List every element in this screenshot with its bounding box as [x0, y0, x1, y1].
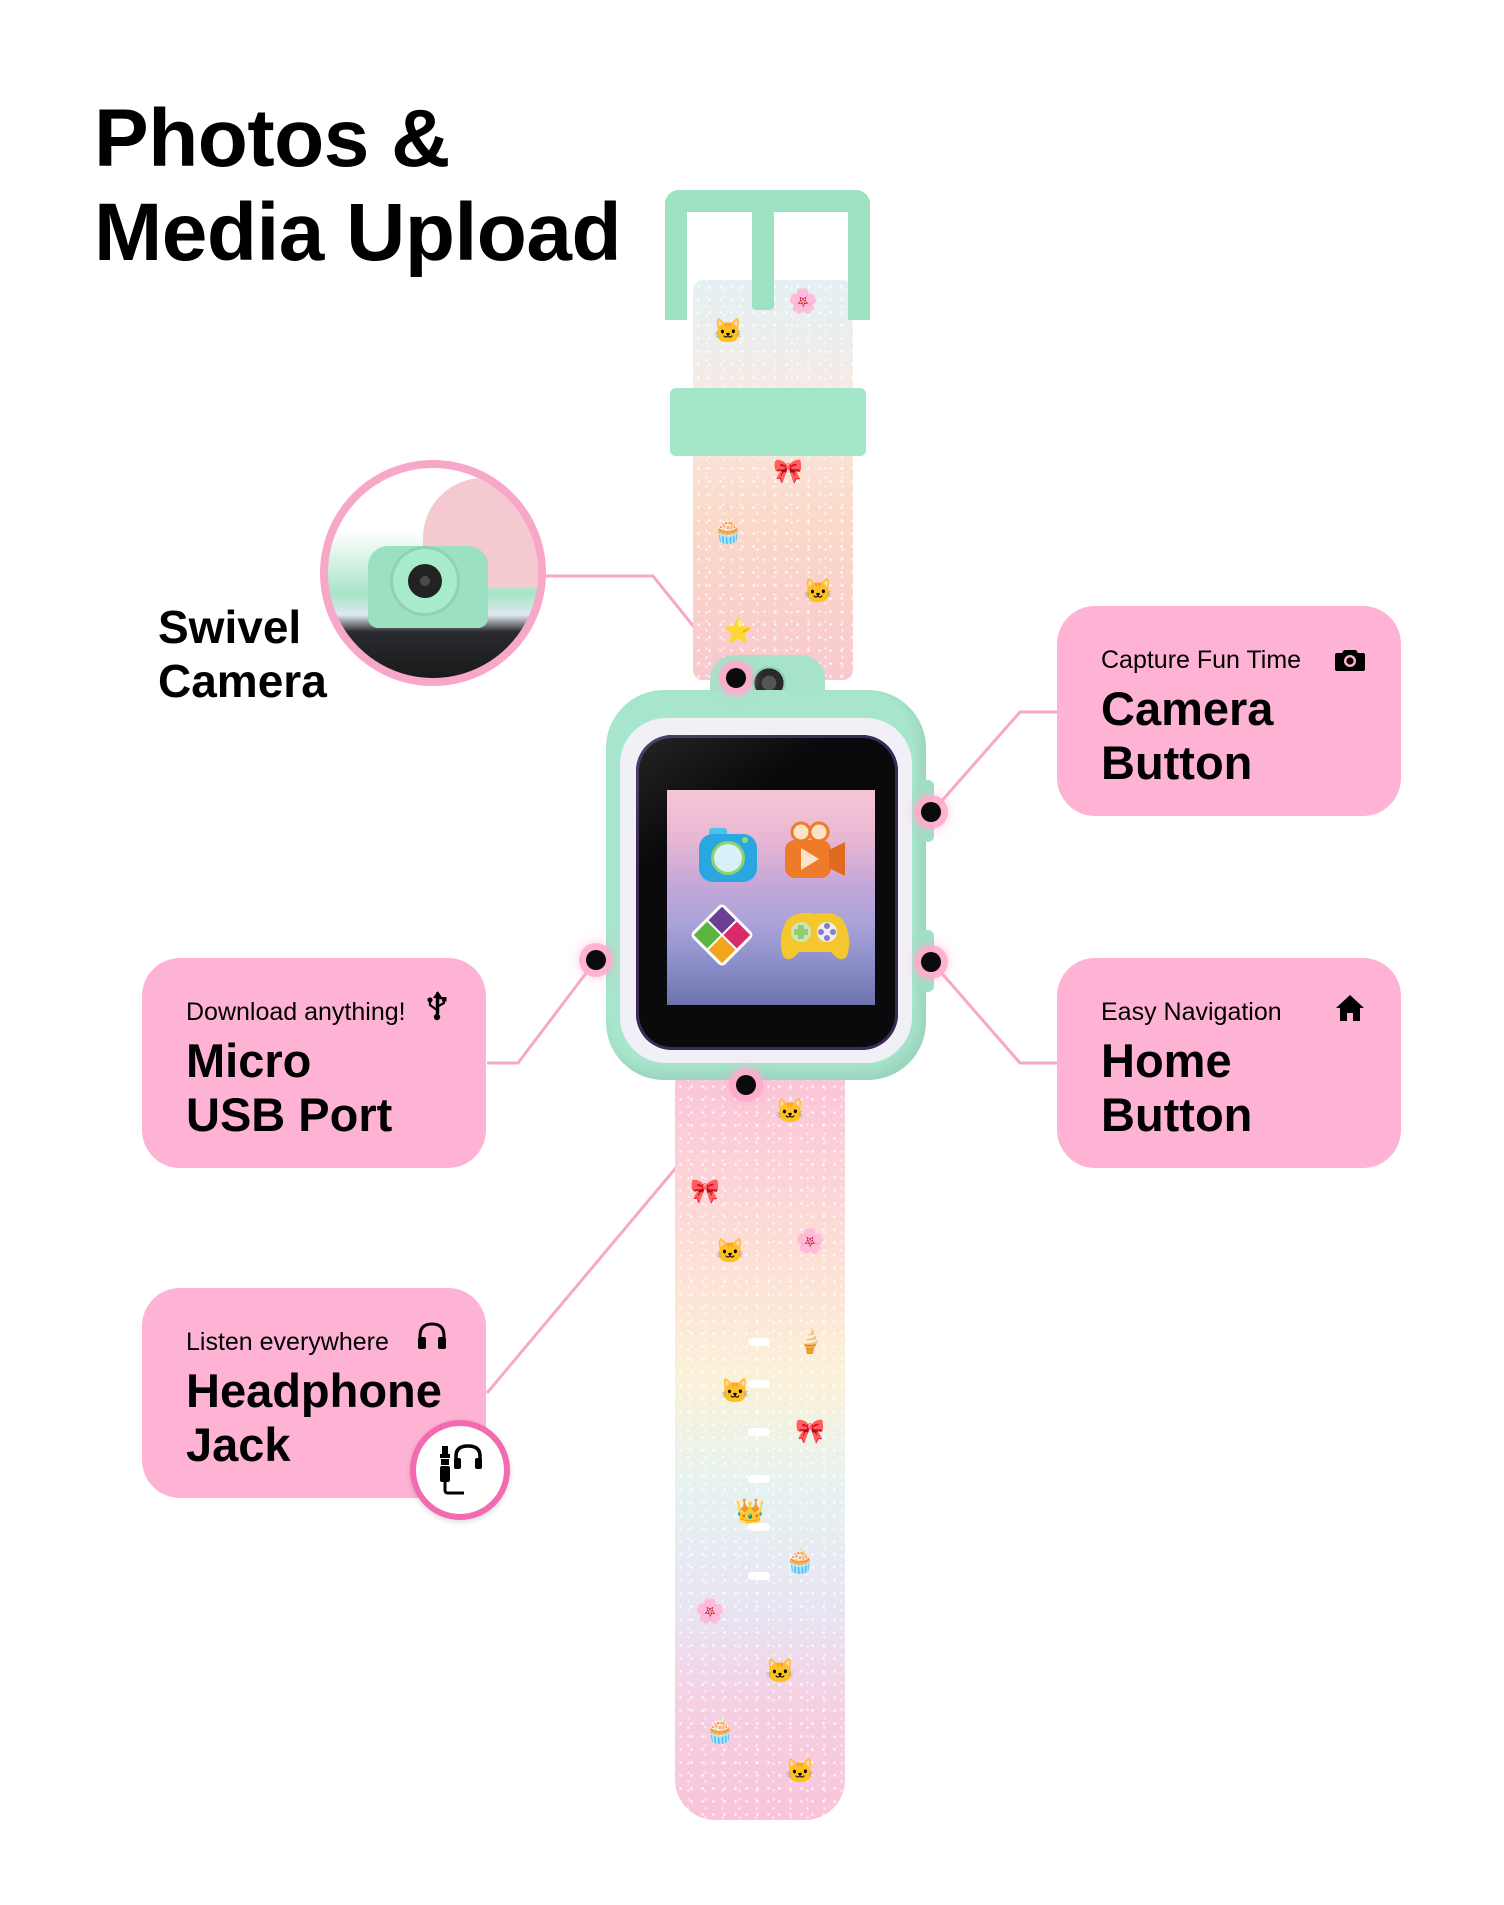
- bow-icon: 🎀: [773, 458, 803, 485]
- strap-glitter: [693, 280, 853, 680]
- audio-jack-headset-icon: [440, 1444, 482, 1495]
- marker-headphone-jack: [736, 1075, 756, 1095]
- strap-hole: [748, 1523, 770, 1531]
- connector-micro-usb: [487, 959, 598, 1065]
- strap-keeper-loop: [670, 388, 866, 456]
- strap-glitter: [675, 1080, 845, 1820]
- callout-home-button: Easy Navigation Home Button: [1057, 958, 1401, 1168]
- games-app-icon[interactable]: [777, 902, 853, 968]
- swivel-label-line1: Swivel: [158, 601, 302, 653]
- unicorn-cat-icon: 🐱: [785, 1758, 815, 1785]
- home-button-subtitle: Easy Navigation: [1101, 998, 1282, 1026]
- strap-hole: [748, 1572, 770, 1580]
- connector-home-button: [930, 961, 1058, 1065]
- page-title: Photos & Media Upload: [94, 92, 622, 280]
- buckle-pin: [752, 210, 774, 310]
- micro-usb-title-line1: Micro: [186, 1034, 312, 1087]
- unicorn-cat-icon: 🐱: [765, 1658, 795, 1685]
- camera-button-subtitle: Capture Fun Time: [1101, 646, 1302, 674]
- closeup-lens-icon: [408, 564, 442, 598]
- strap-hole: [748, 1428, 770, 1436]
- strap-hole: [748, 1475, 770, 1483]
- flower-icon: 🌸: [695, 1598, 725, 1625]
- headphones-icon: [418, 1322, 446, 1349]
- watch-buckle: [665, 190, 870, 320]
- home-button-title: Home Button: [1101, 1034, 1252, 1142]
- marker-micro-usb: [586, 950, 606, 970]
- unicorn-cat-icon: 🐱: [713, 318, 743, 345]
- headphone-jack-title-line2: Jack: [186, 1418, 291, 1471]
- headphone-jack-title: Headphone Jack: [186, 1364, 442, 1472]
- cupcake-icon: 🧁: [705, 1718, 735, 1745]
- unicorn-cat-icon: 🐱: [715, 1238, 745, 1265]
- camera-button-title-line2: Button: [1101, 736, 1253, 789]
- flower-icon: 🌸: [795, 1228, 825, 1255]
- crown-icon: 👑: [735, 1498, 765, 1525]
- audio-jack-badge: [410, 1420, 510, 1520]
- watch-strap-top: 🐱 🌸 🎀 🧁 🐱 ⭐: [693, 280, 853, 680]
- strap-hole: [748, 1380, 770, 1388]
- swivel-camera-closeup: [320, 460, 546, 686]
- ice-cream-icon: 🍦: [795, 1328, 825, 1355]
- flower-icon: 🌸: [788, 288, 818, 315]
- page-title-line1: Photos &: [94, 93, 450, 184]
- unicorn-cat-icon: 🐱: [775, 1098, 805, 1125]
- camera-button-title: Camera Button: [1101, 682, 1273, 790]
- strap-hole: [748, 1338, 770, 1346]
- micro-usb-subtitle: Download anything!: [186, 998, 406, 1026]
- home-icon: [1336, 995, 1364, 1021]
- headphone-jack-title-line1: Headphone: [186, 1364, 442, 1417]
- swivel-label-line2: Camera: [158, 655, 327, 707]
- unicorn-cat-icon: 🐱: [720, 1378, 750, 1405]
- cupcake-icon: 🧁: [713, 518, 743, 545]
- star-wand-icon: ⭐: [723, 618, 753, 645]
- connector-camera-button: [930, 710, 1058, 813]
- headphone-jack-subtitle: Listen everywhere: [186, 1328, 389, 1356]
- usb-icon: [427, 991, 447, 1021]
- bow-icon: 🎀: [795, 1418, 825, 1445]
- marker-swivel-camera: [726, 668, 746, 688]
- cupcake-icon: 🧁: [785, 1548, 815, 1575]
- micro-usb-title-line2: USB Port: [186, 1088, 393, 1141]
- micro-usb-title: Micro USB Port: [186, 1034, 392, 1142]
- swivel-camera-label: Swivel Camera: [158, 600, 327, 708]
- camera-icon: [1335, 650, 1365, 671]
- video-app-icon[interactable]: [781, 818, 847, 884]
- callout-micro-usb: Download anything! Micro USB Port: [142, 958, 486, 1168]
- unicorn-cat-icon: 🐱: [803, 578, 833, 605]
- callout-camera-button: Capture Fun Time Camera Button: [1057, 606, 1401, 816]
- watch-display: [667, 790, 875, 1005]
- camera-button-title-line1: Camera: [1101, 682, 1274, 735]
- home-button-title-line1: Home: [1101, 1034, 1232, 1087]
- page-title-line2: Media Upload: [94, 187, 622, 278]
- learning-app-icon[interactable]: [689, 902, 755, 968]
- marker-home-button: [921, 952, 941, 972]
- camera-app-icon[interactable]: [695, 822, 761, 888]
- bow-icon: 🎀: [690, 1178, 720, 1205]
- home-button-title-line2: Button: [1101, 1088, 1253, 1141]
- marker-camera-button: [921, 802, 941, 822]
- watch-strap-bottom: 🐱 🎀 🐱 🌸 🍦 🐱 🎀 👑 🧁 🌸 🐱 🧁 🐱: [675, 1080, 845, 1820]
